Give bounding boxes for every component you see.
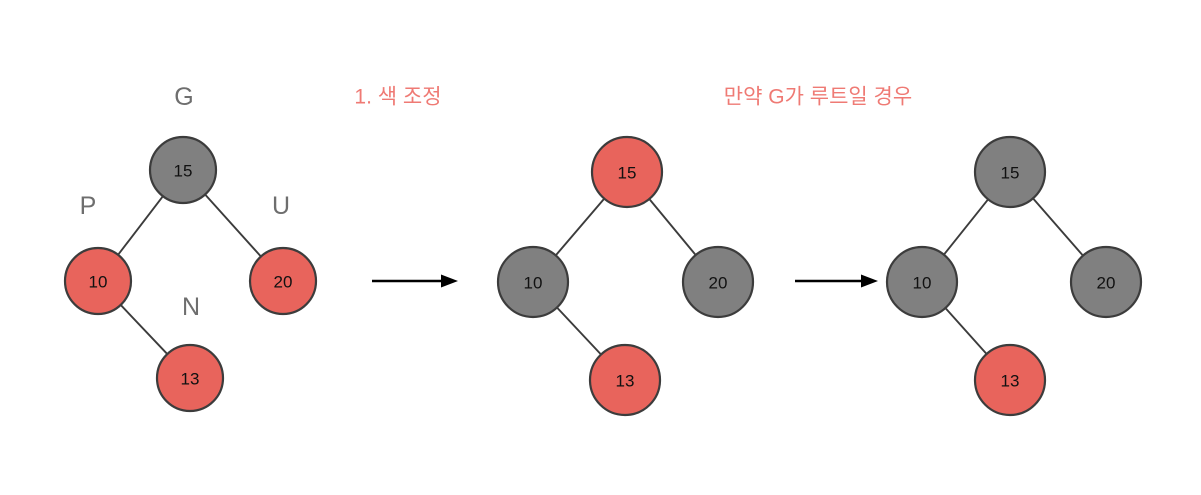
node-role-tag: G — [174, 83, 193, 111]
tree-node[interactable]: 20 — [1069, 245, 1143, 319]
black-node-circle[interactable] — [973, 135, 1047, 209]
node-value-label: 10 — [913, 274, 932, 293]
tree-node[interactable]: 20 — [681, 245, 755, 319]
arrow-head — [441, 274, 458, 288]
tree-node[interactable]: 20 — [248, 246, 318, 316]
tree-node[interactable]: 13 — [973, 343, 1047, 417]
tree-node[interactable]: 13 — [588, 343, 662, 417]
black-node-circle[interactable] — [496, 245, 570, 319]
black-node-circle[interactable] — [885, 245, 959, 319]
node-value-label: 20 — [709, 274, 728, 293]
red-node-circle[interactable] — [155, 343, 225, 413]
red-node-circle[interactable] — [588, 343, 662, 417]
red-node-circle[interactable] — [248, 246, 318, 316]
node-value-label: 13 — [1001, 372, 1020, 391]
node-value-label: 13 — [616, 372, 635, 391]
node-role-tag: U — [272, 192, 290, 220]
black-node-circle[interactable] — [681, 245, 755, 319]
red-node-circle[interactable] — [63, 246, 133, 316]
red-node-circle[interactable] — [590, 135, 664, 209]
tree-edge — [556, 306, 602, 356]
node-value-label: 20 — [274, 273, 293, 292]
step-caption: 만약 G가 루트일 경우 — [724, 86, 912, 109]
black-node-circle[interactable] — [1069, 245, 1143, 319]
tree-edge — [117, 195, 164, 256]
edges-layer — [117, 193, 1084, 356]
tree-edge — [119, 303, 169, 356]
tree-node[interactable]: 15 — [148, 135, 218, 205]
nodes-layer: 15 10 20 13 15 10 20 13 15 10 20 13 — [63, 135, 1143, 417]
red-node-circle[interactable] — [973, 343, 1047, 417]
tree-node[interactable]: 15 — [590, 135, 664, 209]
tree-edge — [204, 193, 262, 258]
transition-arrows-layer — [372, 274, 878, 288]
transition-arrow-icon — [795, 274, 878, 288]
step-caption: 1. 색 조정 — [354, 86, 441, 109]
node-value-label: 10 — [524, 274, 543, 293]
node-value-label: 15 — [618, 164, 637, 183]
tree-edge — [1032, 197, 1084, 257]
transition-arrow-icon — [372, 274, 458, 288]
node-value-label: 13 — [181, 370, 200, 389]
tree-edge — [942, 198, 990, 256]
node-role-tag: P — [80, 192, 97, 220]
node-role-tag: N — [182, 293, 200, 321]
tree-node[interactable]: 10 — [63, 246, 133, 316]
node-value-label: 20 — [1097, 274, 1116, 293]
tree-edge — [944, 307, 988, 355]
node-tags-layer: G P U N — [80, 83, 290, 321]
black-node-circle[interactable] — [148, 135, 218, 205]
tree-edge — [648, 198, 697, 256]
tree-node[interactable]: 10 — [885, 245, 959, 319]
arrow-head — [861, 274, 878, 288]
tree-edge — [554, 197, 606, 257]
node-value-label: 15 — [1001, 164, 1020, 183]
tree-node[interactable]: 13 — [155, 343, 225, 413]
node-value-label: 10 — [89, 273, 108, 292]
tree-node[interactable]: 15 — [973, 135, 1047, 209]
tree-node[interactable]: 10 — [496, 245, 570, 319]
captions-layer: 1. 색 조정 만약 G가 루트일 경우 — [354, 86, 912, 109]
node-value-label: 15 — [174, 162, 193, 181]
